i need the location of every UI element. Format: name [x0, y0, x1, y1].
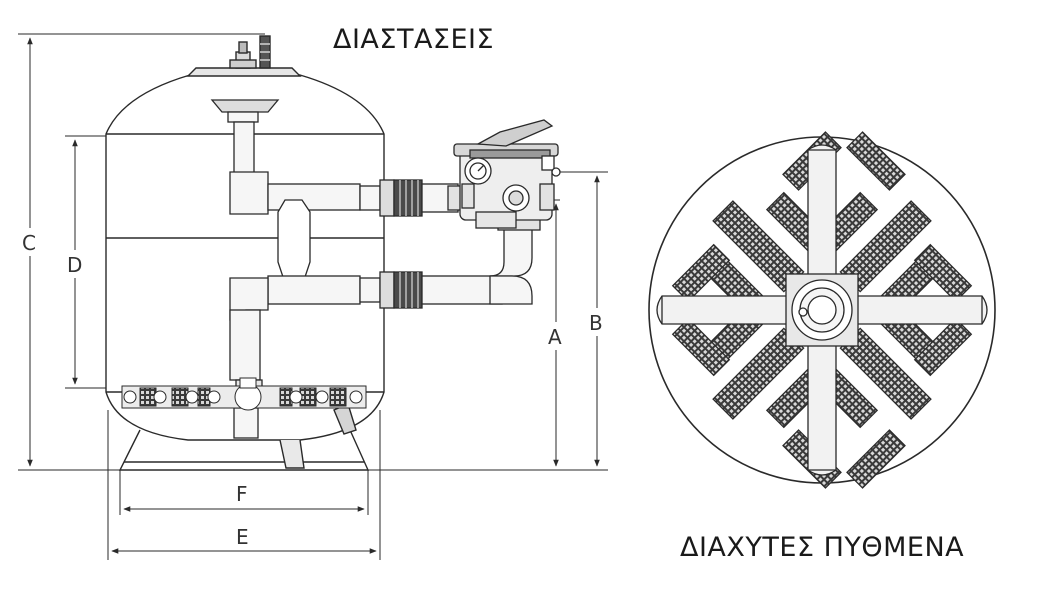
external-piping	[359, 179, 541, 309]
bottom-diffusers-plan	[648, 131, 996, 489]
dimension-f-label: F	[236, 482, 248, 506]
dimension-e-label: E	[236, 525, 249, 549]
internal-piping	[210, 99, 361, 439]
bottom-diffusers-title: ΔΙΑΧΥΤΕΣ ΠΥΘΜΕΝΑ	[680, 532, 965, 563]
bottom-laterals-side	[121, 377, 367, 411]
filter-tank	[105, 35, 385, 471]
multiport-valve	[453, 119, 561, 229]
dimension-a-label: A	[548, 325, 562, 349]
dimension-b-label: B	[589, 311, 603, 335]
dimension-labels: C D A B F E	[18, 228, 609, 549]
dimensions-title: ΔΙΑΣΤΑΣΕΙΣ	[333, 24, 495, 55]
dimension-c-label: C	[22, 231, 36, 255]
dimension-d-label: D	[67, 253, 82, 277]
